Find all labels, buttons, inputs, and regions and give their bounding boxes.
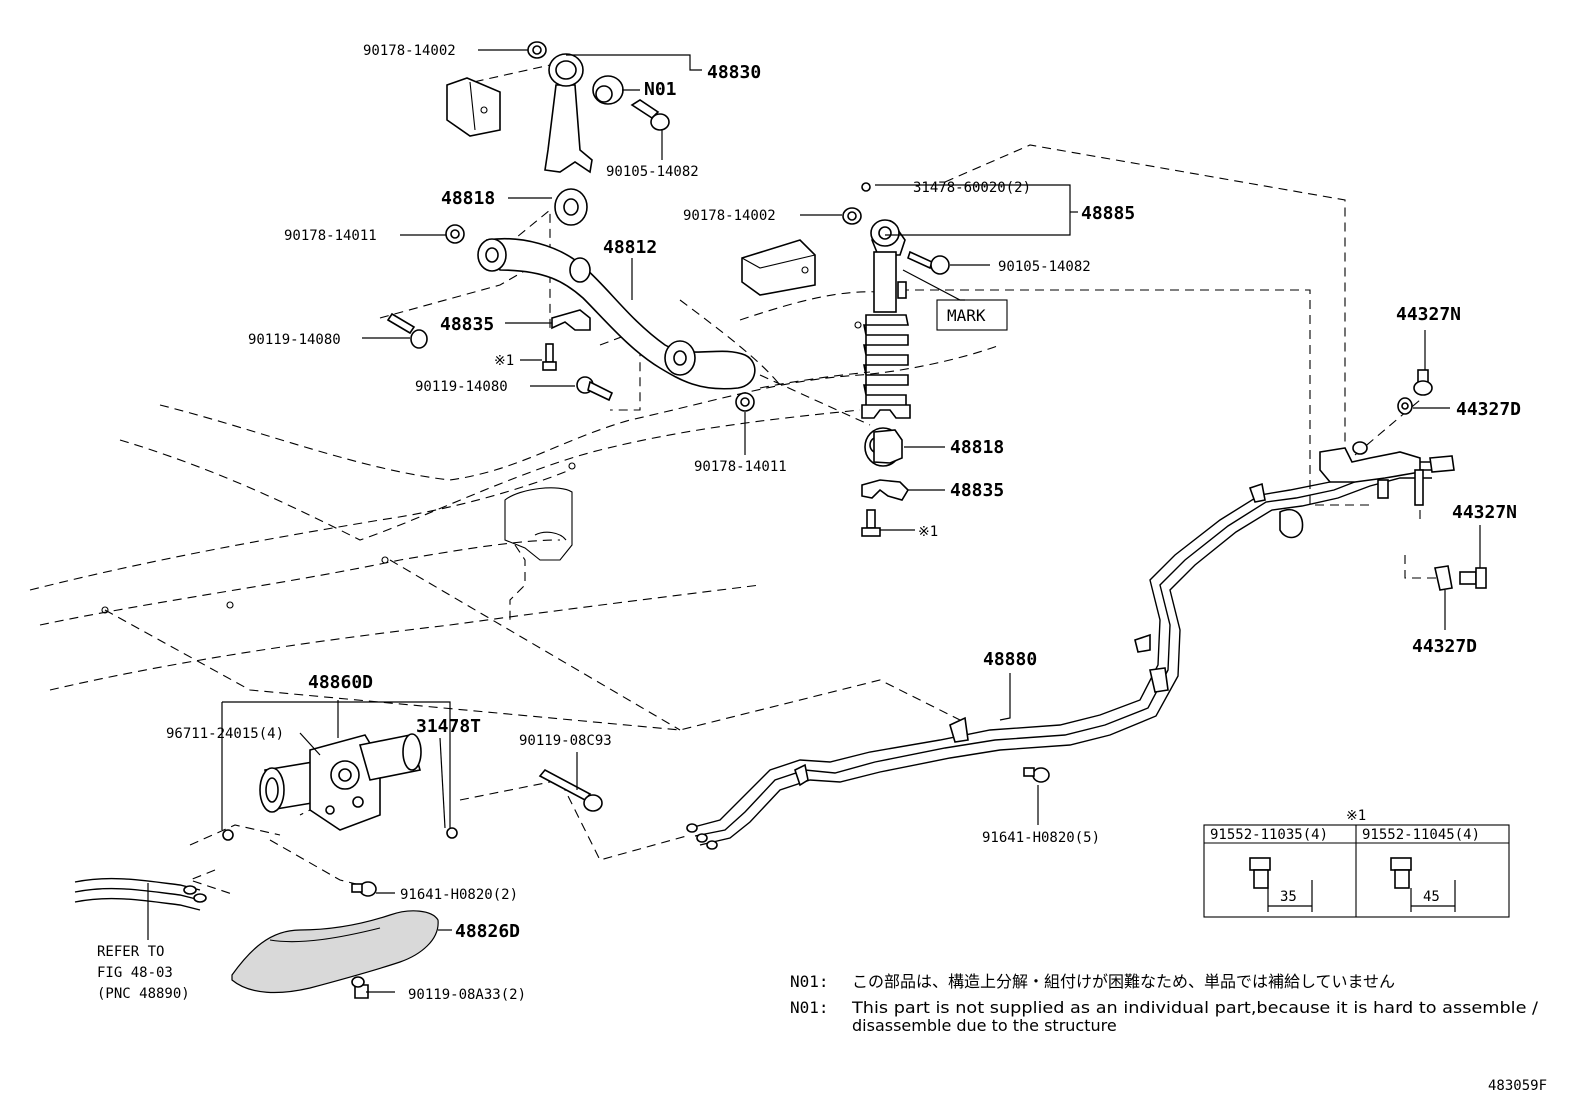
label-48818-top: 48818 [441, 188, 495, 209]
bolt-44327N-bottom [1459, 567, 1487, 589]
part-labels: 90178-14002 48830 N01 90105-14082 48818 … [97, 43, 1521, 1003]
label-90119-14080-left: 90119-14080 [248, 332, 341, 348]
bolt-91641-H0820-right [1023, 767, 1050, 783]
label-48885: 48885 [1081, 203, 1135, 224]
notes: N01: この部品は、構造上分解・組付けが困難なため、単品では補給していません … [790, 972, 1539, 1035]
bolt-star1-right [861, 509, 881, 537]
refer-line-1: REFER TO [97, 944, 164, 960]
note-2-text: This part is not supplied as an individu… [851, 998, 1539, 1017]
label-90105-14082-right: 90105-14082 [998, 259, 1091, 275]
label-90178-14002-top: 90178-14002 [363, 43, 456, 59]
label-star1-mid: ※1 [494, 353, 514, 369]
bracket-48835-top [551, 309, 591, 331]
bolt-col2-length: 45 [1423, 889, 1440, 905]
refer-pipes-48890 [74, 877, 207, 940]
label-31478-60020: 31478-60020(2) [913, 180, 1031, 196]
note-2-text-cont: disassemble due to the structure [852, 1016, 1117, 1035]
actuator-48860D [222, 733, 458, 841]
vehicle-frame-outline [29, 291, 1001, 691]
mark-callout: MARK [936, 299, 1008, 331]
bolt-table-marker: ※1 [1346, 808, 1366, 824]
label-48818-right: 48818 [950, 437, 1004, 458]
label-48830: 48830 [707, 62, 761, 83]
note-2-code: N01: [790, 998, 829, 1017]
label-48812: 48812 [603, 237, 657, 258]
bolt-45-icon [1390, 857, 1456, 912]
label-90119-08C93: 90119-08C93 [519, 733, 612, 749]
bracket-48835-right [861, 479, 910, 501]
nut-90178-14011-left [445, 224, 465, 244]
bolt-90119-14080-mid [576, 376, 614, 402]
bushing-48818-top [554, 188, 588, 226]
refer-line-3: (PNC 48890) [97, 986, 190, 1002]
bolt-90119-14080-left [386, 312, 428, 349]
pipe-assembly-48880 [686, 441, 1455, 850]
label-n01: N01 [644, 79, 677, 100]
label-90178-14011-mid: 90178-14011 [694, 459, 787, 475]
clamp-44327D-bottom [1434, 565, 1453, 591]
bolt-table: ※1 91552-11035(4) 91552-11045(4) 35 45 [1203, 808, 1510, 918]
label-44327D-bottom: 44327D [1412, 636, 1477, 657]
shock-absorber-48885 [741, 182, 950, 419]
label-90105-14082-top: 90105-14082 [606, 164, 699, 180]
label-48880: 48880 [983, 649, 1037, 670]
bushing-48818-right [864, 427, 903, 467]
refer-line-2: FIG 48-03 [97, 965, 173, 981]
label-48860D: 48860D [308, 672, 373, 693]
label-48826D: 48826D [455, 921, 520, 942]
label-90178-14002-right: 90178-14002 [683, 208, 776, 224]
label-star1-right: ※1 [918, 524, 938, 540]
label-44327N-top: 44327N [1396, 304, 1461, 325]
label-48835-top: 48835 [440, 314, 494, 335]
label-44327N-bottom: 44327N [1452, 502, 1517, 523]
protector-48826D [231, 910, 439, 999]
diagram-id: 483059F [1488, 1078, 1547, 1094]
link-bushing-n01 [592, 75, 624, 105]
label-48835-right: 48835 [950, 480, 1004, 501]
label-44327D-top: 44327D [1456, 399, 1521, 420]
stabilizer-bar-48812 [477, 237, 756, 412]
label-90119-14080-mid: 90119-14080 [415, 379, 508, 395]
link-bolt-90105-top [630, 99, 670, 131]
label-96711-24015: 96711-24015(4) [166, 726, 284, 742]
bolt-col2-part: 91552-11045(4) [1362, 827, 1480, 843]
stabilizer-link-48830 [446, 41, 593, 174]
label-31478T: 31478T [416, 716, 481, 737]
label-91641-H0820-5: 91641-H0820(5) [982, 830, 1100, 846]
leader-lines [221, 49, 1481, 993]
bolt-star1-mid [542, 343, 557, 371]
bolt-35-icon [1249, 857, 1313, 912]
mark-label: MARK [947, 306, 986, 325]
note-1-text: この部品は、構造上分解・組付けが困難なため、単品では補給していません [852, 972, 1395, 991]
bolt-90119-08C93 [538, 768, 603, 812]
bolt-91641-H0820-left [351, 881, 377, 897]
clamp-44327D-top [1397, 397, 1413, 415]
label-91641-H0820-2: 91641-H0820(2) [400, 887, 518, 903]
bolt-col1-part: 91552-11035(4) [1210, 827, 1328, 843]
note-1-code: N01: [790, 972, 829, 991]
bolt-44327N-top [1413, 369, 1433, 396]
label-90119-08A33: 90119-08A33(2) [408, 987, 526, 1003]
bolt-col1-length: 35 [1280, 889, 1297, 905]
label-90178-14011-left: 90178-14011 [284, 228, 377, 244]
